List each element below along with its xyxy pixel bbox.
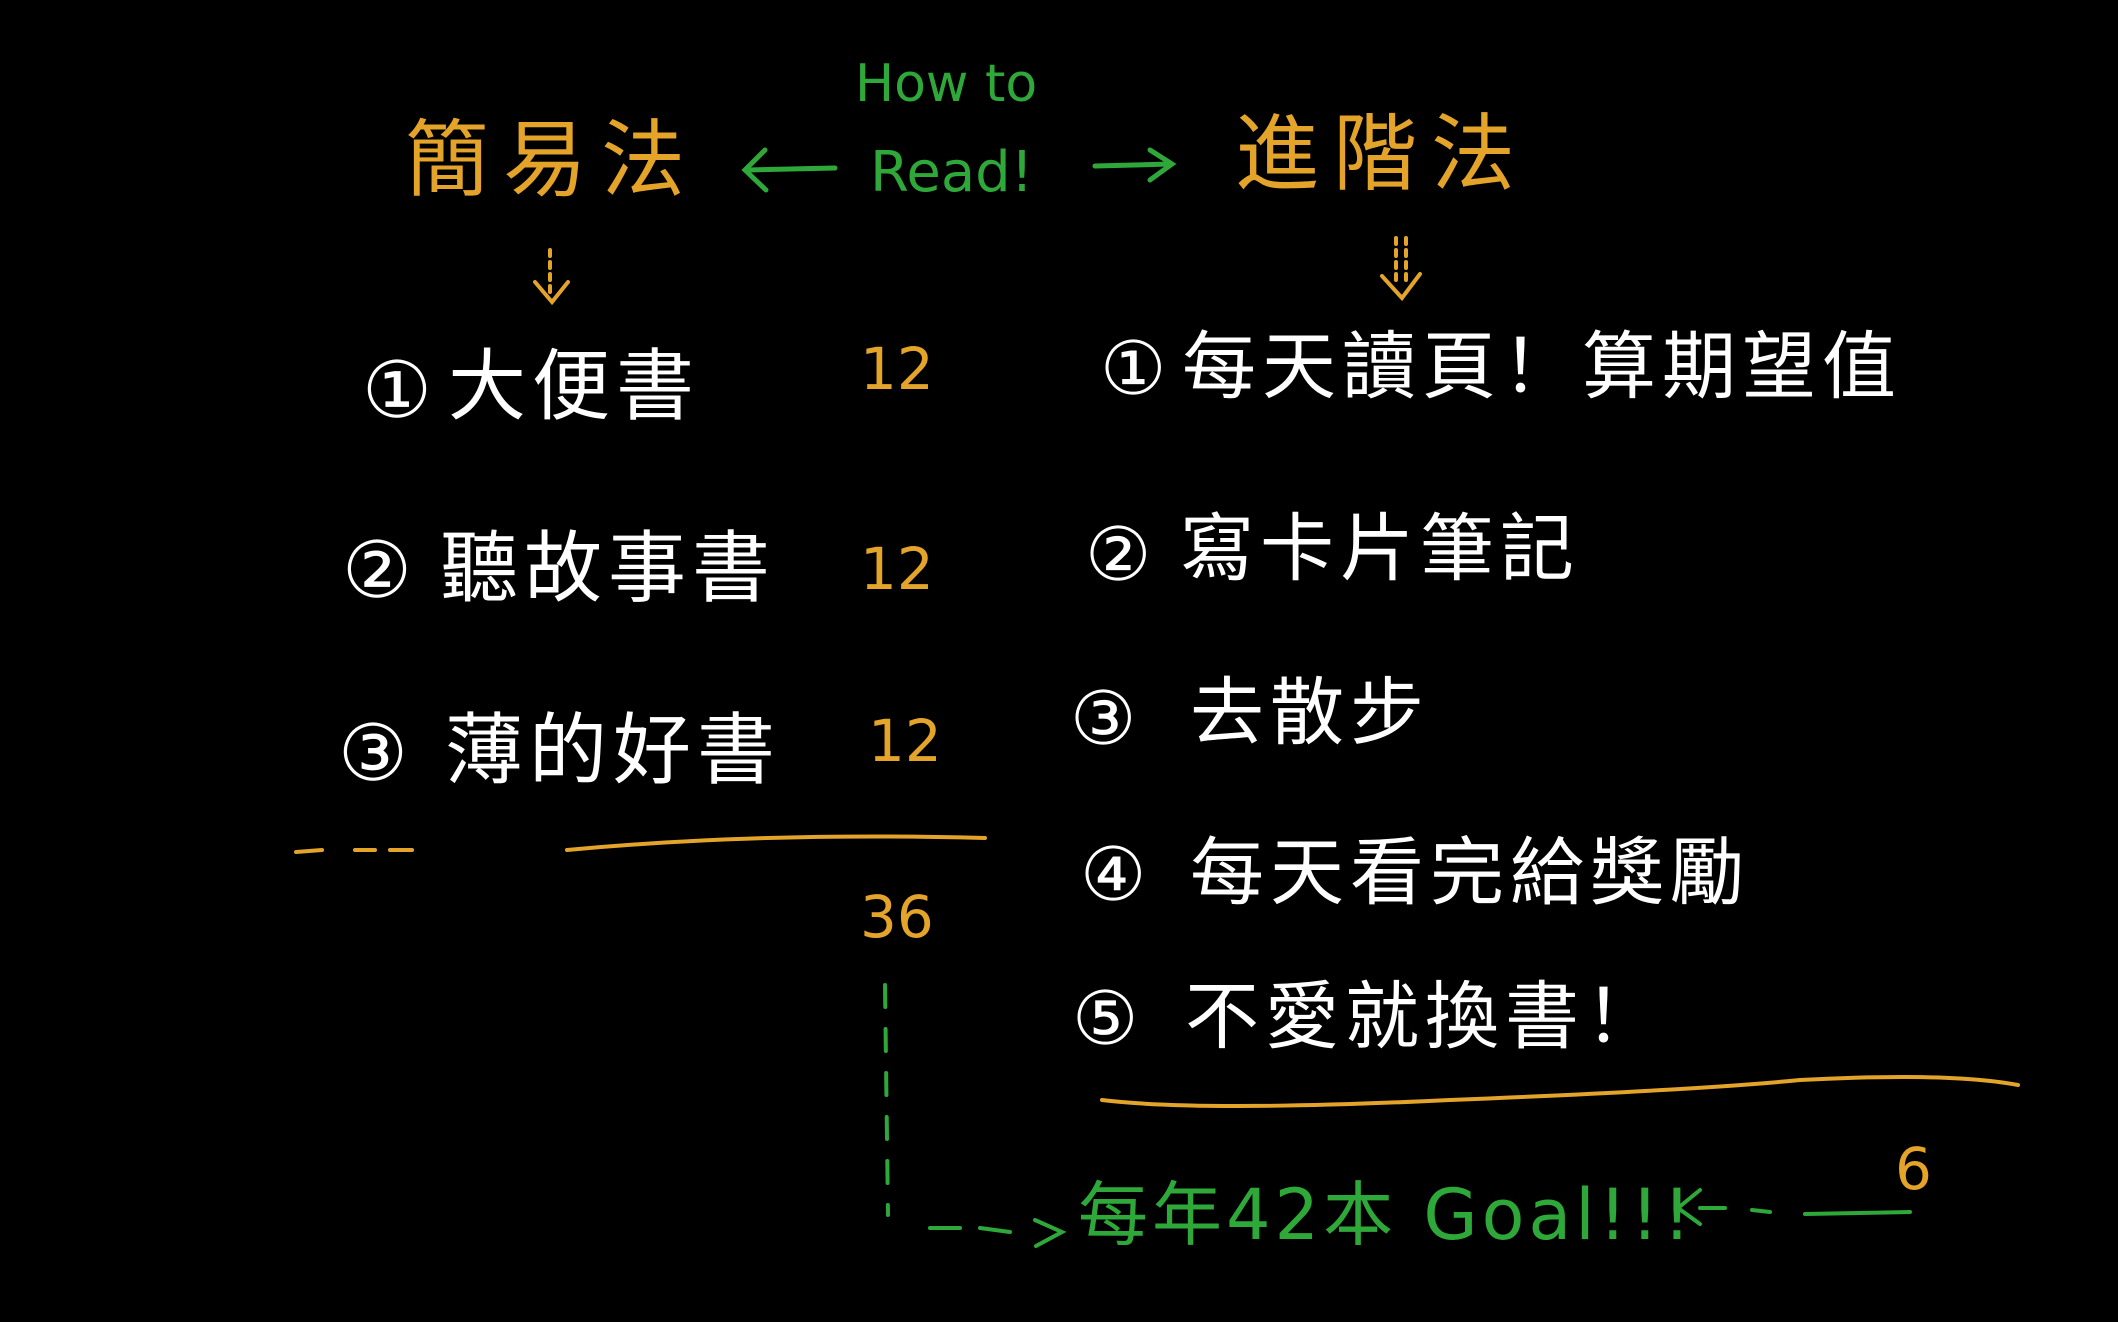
read-label: Read! bbox=[870, 140, 1034, 205]
simple-sum-line bbox=[294, 834, 987, 854]
item-marker: ① bbox=[362, 346, 438, 436]
arrow-down-advanced bbox=[1380, 236, 1422, 302]
advanced-method-title: 進階法 bbox=[1235, 105, 1530, 203]
yearly-goal: 每年42本 Goal!!! bbox=[1078, 1174, 1695, 1256]
item-label: 每天讀頁！算期望值 bbox=[1182, 324, 1902, 410]
advanced-sum-line bbox=[1100, 1074, 2020, 1108]
how-to-label: How to bbox=[855, 54, 1038, 114]
simple-total: 36 bbox=[860, 883, 934, 951]
advanced-total: 6 bbox=[1895, 1135, 1932, 1203]
dashed-path-to-goal-left bbox=[883, 983, 1067, 1248]
item-marker: ④ bbox=[1080, 832, 1153, 918]
item-marker: ③ bbox=[338, 709, 414, 799]
item-marker: ③ bbox=[1070, 676, 1143, 762]
arrow-left-to-simple bbox=[741, 147, 838, 193]
item-label: 寫卡片筆記 bbox=[1180, 506, 1580, 592]
item-count: 12 bbox=[860, 335, 934, 403]
item-label: 薄的好書 bbox=[445, 706, 782, 796]
item-label: 聽故事書 bbox=[440, 524, 777, 614]
arrow-down-simple bbox=[533, 248, 570, 306]
item-marker: ⑤ bbox=[1072, 976, 1145, 1062]
dashed-path-to-goal-right bbox=[1674, 1188, 1912, 1226]
item-label: 去散步 bbox=[1190, 670, 1430, 756]
item-marker: ① bbox=[1100, 326, 1173, 412]
item-count: 12 bbox=[860, 535, 934, 603]
item-count: 12 bbox=[868, 707, 942, 775]
item-label: 每天看完給獎勵 bbox=[1190, 830, 1750, 916]
simple-method-title: 簡易法 bbox=[405, 111, 700, 209]
arrow-right-to-advanced bbox=[1092, 147, 1177, 183]
item-marker: ② bbox=[342, 526, 418, 616]
item-label: 大便書 bbox=[448, 342, 701, 432]
item-marker: ② bbox=[1085, 512, 1158, 598]
item-label: 不愛就換書！ bbox=[1185, 974, 1665, 1060]
